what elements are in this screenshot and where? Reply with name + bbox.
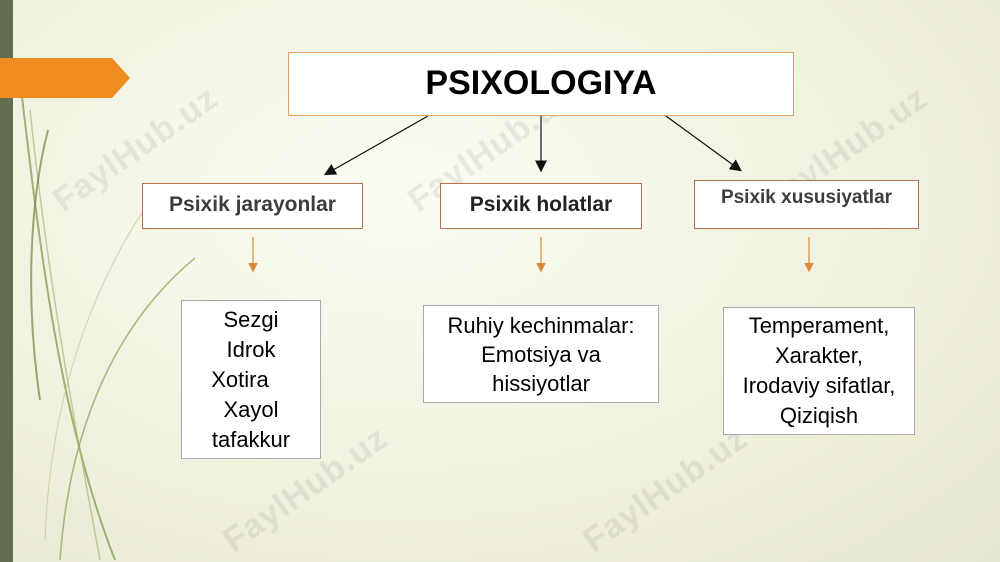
detail-item: hissiyotlar	[492, 370, 590, 396]
detail-item: Ruhiy kechinmalar:	[447, 312, 635, 338]
detail-item: Emotsiya va	[481, 341, 601, 367]
accent-tab	[0, 58, 130, 98]
detail-item: tafakkur	[211, 426, 291, 452]
detail-box-jarayonlar: Sezgi Idrok Xotira Xayol tafakkur	[181, 300, 321, 459]
detail-item: Xotira	[211, 366, 269, 392]
category-box-jarayonlar: Psixik jarayonlar	[142, 183, 363, 229]
detail-item: Idrok	[226, 336, 276, 362]
side-bar	[0, 0, 13, 562]
category-box-holatlar: Psixik holatlar	[440, 183, 642, 229]
detail-item: Temperament,	[748, 313, 890, 338]
detail-item: Xayol	[223, 396, 279, 422]
title-box: PSIXOLOGIYA	[288, 52, 794, 116]
detail-box-holatlar: Ruhiy kechinmalar: Emotsiya va hissiyotl…	[423, 305, 659, 403]
detail-item: Xarakter,	[774, 343, 864, 368]
arrow-to-jarayonlar	[323, 115, 429, 176]
arrow-to-xususiyatlar	[665, 115, 742, 172]
detail-box-xususiyatlar: Temperament, Xarakter, Irodaviy sifatlar…	[723, 307, 915, 435]
detail-item: Sezgi	[223, 306, 279, 332]
category-box-xususiyatlar: Psixik xususiyatlar	[694, 180, 919, 229]
detail-item: Irodaviy sifatlar,	[742, 373, 896, 398]
detail-item: Qiziqish	[779, 403, 859, 428]
